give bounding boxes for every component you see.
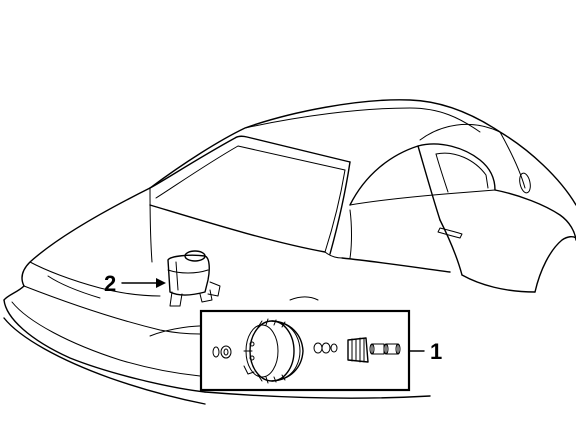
booster-inset-box bbox=[199, 309, 411, 392]
callout-2-label: 2 bbox=[104, 271, 116, 296]
brake-booster-assembly bbox=[212, 318, 401, 384]
car-body-outline bbox=[3, 99, 576, 405]
callout-1-label: 1 bbox=[430, 339, 442, 364]
reservoir-part bbox=[167, 250, 221, 307]
callout-2-arrow bbox=[121, 278, 166, 288]
